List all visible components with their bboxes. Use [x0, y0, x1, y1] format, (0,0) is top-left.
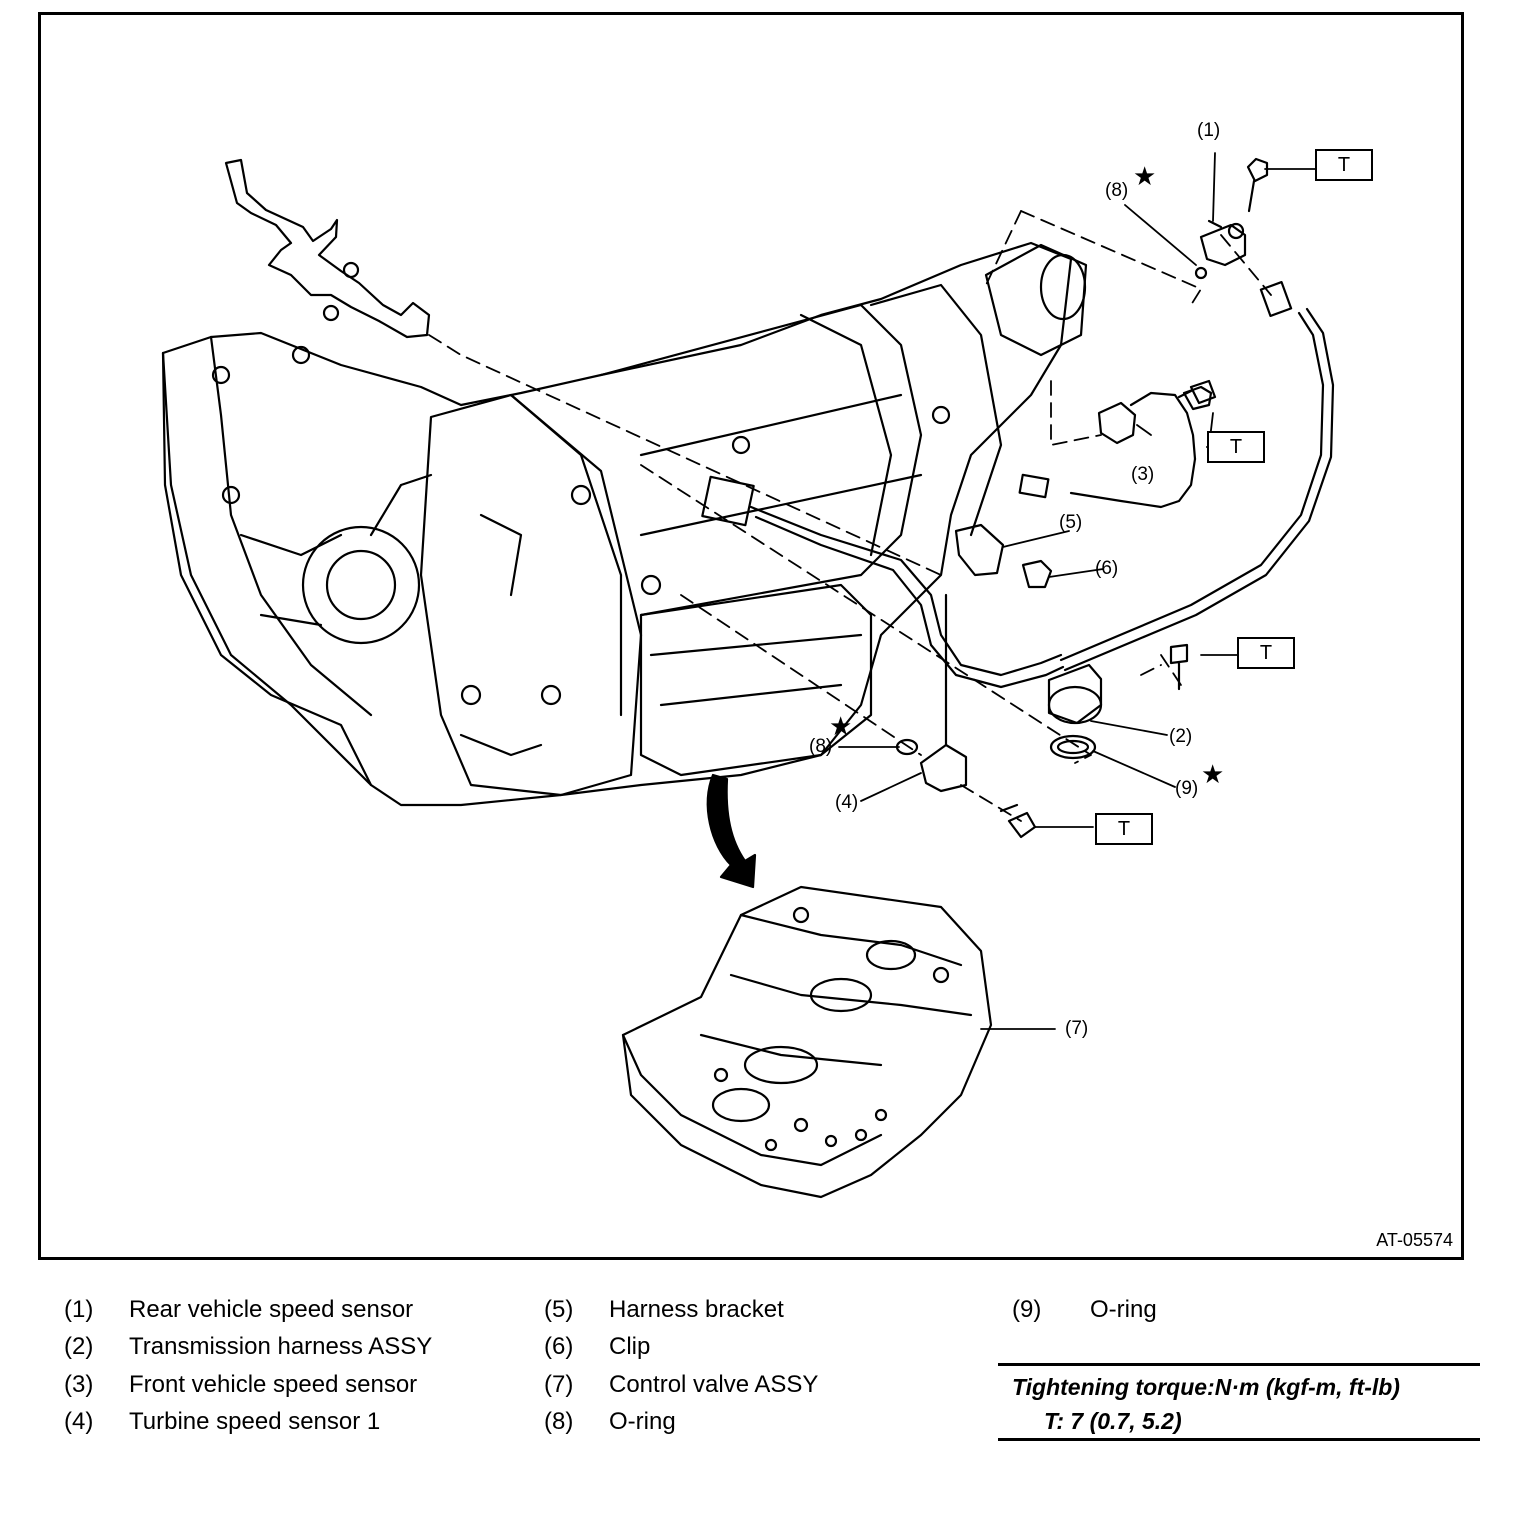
callout-7: (7) [1065, 1018, 1089, 1039]
rear-vehicle-speed-sensor-drawing [1199, 157, 1269, 267]
callout-5: (5) [1059, 512, 1083, 533]
legend-item: (2) Transmission harness ASSY [64, 1334, 484, 1360]
legend-num: (7) [544, 1371, 574, 1398]
legend-item: (8) O-ring [544, 1409, 924, 1435]
legend-item: (9) O-ring [1012, 1297, 1312, 1323]
upper-bracket-harness [224, 158, 431, 339]
legend-num: (1) [64, 1296, 94, 1323]
legend-item: (3) Front vehicle speed sensor [64, 1372, 484, 1398]
callout-1: (1) [1197, 120, 1221, 141]
legend-name: Transmission harness ASSY [129, 1333, 433, 1360]
legend-name: O-ring [1090, 1296, 1157, 1323]
torque-value: T: 7 (0.7, 5.2) [1044, 1408, 1182, 1434]
callout-8-upper: (8) [1105, 180, 1129, 201]
legend-num: (6) [544, 1333, 574, 1360]
torque-title: Tightening torque:N·m (kgf-m, ft-lb) [1012, 1374, 1400, 1400]
exploded-view-figure: (1) (8) (3) (5) (6) (2) (8) (9) (4) (7) … [38, 12, 1464, 1260]
torque-box-rear-sensor-bolt: T [1315, 149, 1373, 181]
callout-2: (2) [1169, 726, 1193, 747]
legend-item: (1) Rear vehicle speed sensor [64, 1297, 484, 1323]
legend-num: (2) [64, 1333, 94, 1360]
harness-bracket-drawing [954, 523, 1053, 589]
legend-name: Clip [609, 1333, 651, 1360]
arrow-to-control-valve [706, 773, 757, 889]
torque-box-front-sensor-bolt: T [1207, 431, 1265, 463]
torque-box-turbine-sensor-bolt: T [1095, 813, 1153, 845]
legend-num: (4) [64, 1408, 94, 1435]
harness-connector-drawing [1047, 663, 1103, 760]
legend-name: O-ring [609, 1408, 676, 1435]
legend-num: (9) [1012, 1296, 1042, 1323]
control-valve-drawing [621, 885, 993, 1199]
legend-name: Front vehicle speed sensor [129, 1371, 418, 1398]
legend-item: (4) Turbine speed sensor 1 [64, 1409, 484, 1435]
legend-name: Control valve ASSY [609, 1371, 819, 1398]
transmission-harness-cable [701, 280, 1335, 747]
transmission-exploded-drawing [161, 152, 1335, 1199]
legend-name: Rear vehicle speed sensor [129, 1296, 414, 1323]
tightening-torque-spec: Tightening torque:N·m (kgf-m, ft-lb) T: … [998, 1363, 1480, 1441]
replace-star-upper: ★ [1133, 161, 1157, 191]
legend-item: (7) Control valve ASSY [544, 1372, 924, 1398]
replace-star-9: ★ [1201, 759, 1225, 789]
callout-6: (6) [1095, 558, 1119, 579]
torque-box-harness-bolt: T [1237, 637, 1295, 669]
legend-num: (5) [544, 1296, 574, 1323]
legend-num: (8) [544, 1408, 574, 1435]
callout-3: (3) [1131, 464, 1155, 485]
assembly-guide-lines [428, 210, 1272, 822]
legend-name: Turbine speed sensor 1 [129, 1408, 381, 1435]
legend-item: (6) Clip [544, 1334, 924, 1360]
callout-8-lower: (8) [809, 736, 833, 757]
legend-item: (5) Harness bracket [544, 1297, 924, 1323]
legend-num: (3) [64, 1371, 94, 1398]
figure-id: AT-05574 [1376, 1230, 1453, 1250]
callout-4: (4) [835, 792, 859, 813]
callout-9: (9) [1175, 778, 1199, 799]
front-vehicle-speed-sensor-drawing [1018, 385, 1213, 509]
legend-name: Harness bracket [609, 1296, 784, 1323]
transmission-housing [161, 241, 1088, 807]
replace-star-lower: ★ [829, 711, 853, 741]
